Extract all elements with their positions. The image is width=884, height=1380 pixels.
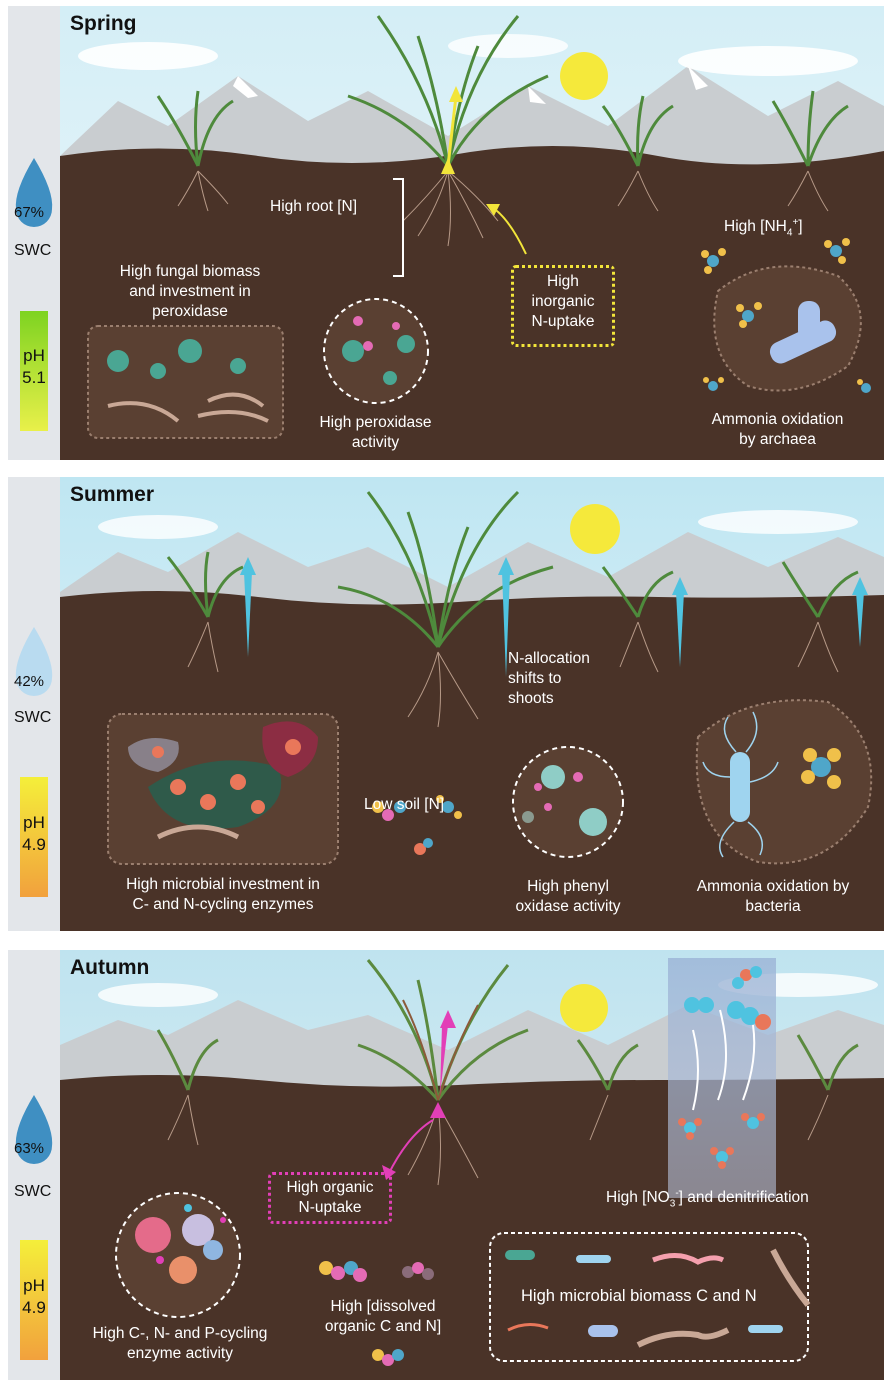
biomass-label: High microbial biomass C and N [521,1286,757,1306]
allocation-label-line: N-allocation [508,649,618,669]
autumn-panel: Autumn 63% SWC pH 4.9 High organic N-upt… [8,950,884,1380]
fungal-label: High fungal biomass and investment in pe… [80,262,300,322]
phenyl-label: High phenyl oxidase activity [498,877,638,917]
sun-icon [560,984,608,1032]
peroxidase-label-line: activity [298,433,453,453]
root-n-label: High root [N] [270,197,357,217]
bacteria-label-line: Ammonia oxidation by [673,877,873,897]
ph-label: pH [20,813,48,833]
summer-panel: Summer 42% SWC pH 4.9 N-allocation shift… [8,477,884,931]
microbial-label: High microbial investment in C- and N-cy… [88,875,358,915]
swc-value: 67% [14,204,44,221]
doc-label-line: High [dissolved [308,1297,458,1317]
no3-sub: 3 [670,1198,676,1209]
organic-uptake-label: High organic N-uptake [270,1178,390,1218]
ph-value: 5.1 [20,368,48,388]
allocation-label: N-allocation shifts to shoots [508,649,618,709]
low-soil-n-label: Low soil [N] [364,795,444,815]
swc-value: 63% [14,1140,44,1157]
bacteria-label: Ammonia oxidation by bacteria [673,877,873,917]
doc-label: High [dissolved organic C and N] [308,1297,458,1337]
inorganic-label-line: inorganic [514,292,612,312]
archaea-label-line: by archaea [690,430,865,450]
cnp-label-line: High C-, N- and P-cycling [70,1324,290,1344]
swc-label: SWC [14,1183,51,1201]
fungal-label-line: and investment in [80,282,300,302]
swc-label: SWC [14,242,51,260]
cnp-label: High C-, N- and P-cycling enzyme activit… [70,1324,290,1364]
ph-value: 4.9 [20,1298,48,1318]
no3-text: High [NO [606,1189,670,1206]
peroxidase-label: High peroxidase activity [298,413,453,453]
sun-icon [560,52,608,100]
sun-icon [570,504,620,554]
bacteria-label-line: bacteria [673,897,873,917]
ph-label: pH [20,346,48,366]
microbial-label-line: High microbial investment in [88,875,358,895]
season-title: Spring [70,12,137,36]
peroxidase-label-line: High peroxidase [298,413,453,433]
bacteria-cell-icon [730,752,750,822]
phenyl-circle [513,747,623,857]
cnp-label-line: enzyme activity [70,1344,290,1364]
phenyl-label-line: High phenyl [498,877,638,897]
allocation-label-line: shifts to [508,669,618,689]
microbial-label-line: C- and N-cycling enzymes [88,895,358,915]
archaea-blob [714,266,861,390]
allocation-label-line: shoots [508,689,618,709]
doc-label-line: organic C and N] [308,1317,458,1337]
inorganic-uptake-label: High inorganic N-uptake [514,272,612,332]
fungal-label-line: peroxidase [80,302,300,322]
archaea-label: Ammonia oxidation by archaea [690,410,865,450]
nh4-text: High [NH [724,218,787,235]
archaea-label-line: Ammonia oxidation [690,410,865,430]
organic-label-line: High organic [270,1178,390,1198]
nh4-label: High [NH4+] [724,213,803,243]
phenyl-label-line: oxidase activity [498,897,638,917]
nitrate-label: High [NO3-] and denitrification [606,1184,809,1214]
organic-label-line: N-uptake [270,1198,390,1218]
season-title: Autumn [70,956,149,980]
swc-value: 42% [14,673,44,690]
swc-label: SWC [14,709,51,727]
inorganic-label-line: N-uptake [514,312,612,332]
ph-value: 4.9 [20,835,48,855]
fungal-label-line: High fungal biomass [80,262,300,282]
inorganic-label-line: High [514,272,612,292]
season-title: Summer [70,483,154,507]
no3-text-end: ] and denitrification [679,1189,809,1206]
nh4-sub: 4 [787,227,793,238]
nh4-bracket: ] [798,218,802,235]
spring-panel: Spring 67% SWC pH 5.1 High root [N] High… [8,6,884,460]
summer-scene [8,477,884,931]
peroxidase-circle [324,299,428,403]
ph-label: pH [20,1276,48,1296]
